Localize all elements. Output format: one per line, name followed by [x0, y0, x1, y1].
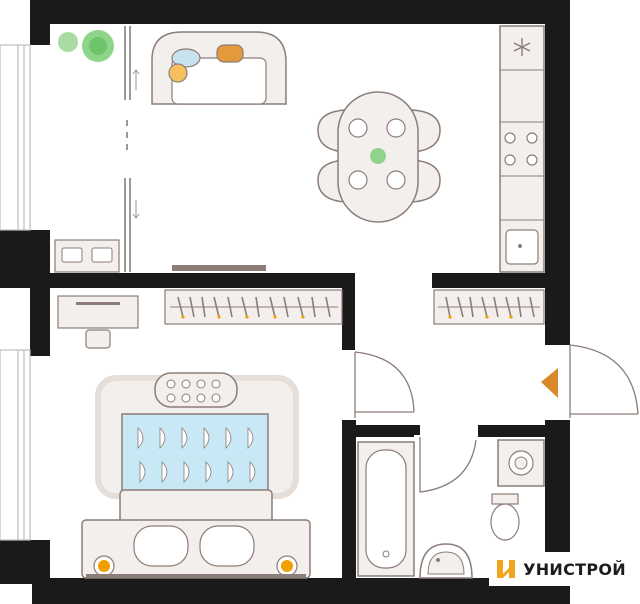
kitchen-sink	[505, 229, 539, 265]
unistroy-logo-icon	[497, 560, 516, 578]
snowflake-icon	[513, 38, 531, 56]
stove-icon	[504, 132, 538, 166]
desk	[57, 295, 139, 349]
low-cabinet	[54, 239, 120, 273]
walls	[0, 0, 570, 604]
doors	[354, 344, 639, 493]
bathroom-sink	[419, 543, 473, 579]
toilet	[490, 493, 520, 541]
washing-machine	[497, 439, 545, 487]
wardrobe-hallway-right	[433, 289, 545, 325]
wardrobe-hallway-left	[164, 289, 343, 325]
windows	[0, 44, 31, 541]
brand-name: УНИСТРОЙ	[523, 559, 626, 579]
entrance-arrow-icon	[541, 368, 558, 398]
dining-table	[317, 91, 441, 223]
kitchen-counter	[499, 25, 545, 273]
tv-stand	[172, 265, 266, 271]
bed	[81, 372, 311, 579]
plant-icon	[58, 30, 114, 62]
bathtub	[357, 441, 415, 577]
brand-logo: УНИСТРОЙ	[489, 552, 634, 586]
sofa	[151, 31, 287, 105]
balcony-partition	[124, 26, 140, 272]
